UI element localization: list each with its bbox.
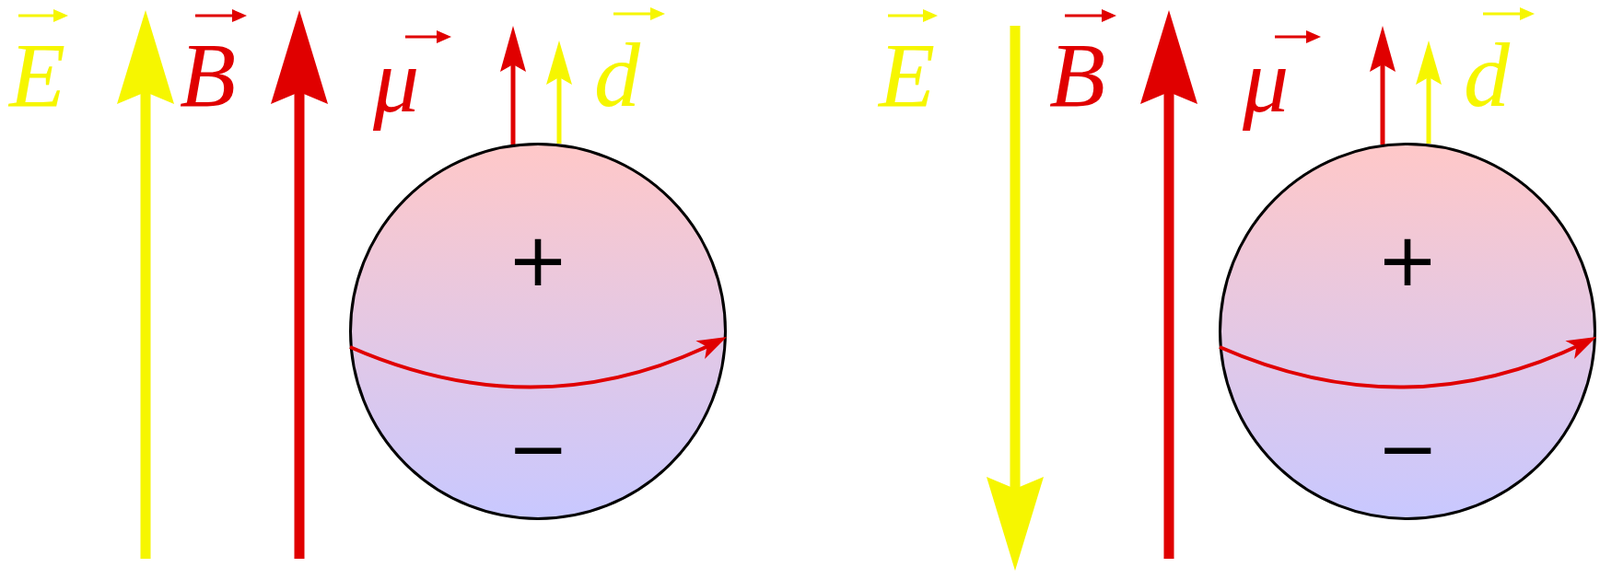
vector-symbol: μ: [1242, 35, 1289, 128]
charge-sign: +: [1376, 223, 1438, 298]
b-field-arrow: [270, 10, 328, 560]
vector-overarrows: [18, 7, 666, 44]
vector-symbol: E: [878, 29, 935, 122]
vector-symbol: d: [594, 29, 641, 122]
charged-sphere: +−: [1218, 142, 1597, 521]
vector-symbol: B: [179, 29, 236, 122]
charge-sign: −: [506, 412, 569, 487]
e-field-arrow: [986, 25, 1044, 572]
vector-symbol: B: [1049, 29, 1106, 122]
spin-arrowhead: [695, 337, 727, 360]
b-field-arrow: [1140, 10, 1198, 560]
dipole-moment-arrow: [1415, 40, 1442, 144]
vector-symbol: d: [1463, 29, 1510, 122]
vector-symbol: E: [9, 29, 66, 122]
magnetic-moment-arrow: [1369, 25, 1396, 145]
vector-symbol: μ: [373, 35, 420, 128]
spin-arrow: [1219, 342, 1586, 388]
charge-sign: −: [1376, 412, 1438, 487]
sphere-body: [350, 144, 726, 520]
magnetic-moment-arrow: [500, 25, 526, 145]
spin-arrow: [350, 342, 716, 388]
sphere-body: [1220, 144, 1596, 520]
charged-sphere: +−: [349, 142, 727, 521]
e-field-arrow: [116, 10, 175, 560]
dipole-moment-arrow: [546, 40, 573, 144]
charge-sign: +: [506, 223, 569, 298]
spin-arrowhead: [1564, 337, 1597, 360]
vector-overarrows: [887, 7, 1535, 44]
